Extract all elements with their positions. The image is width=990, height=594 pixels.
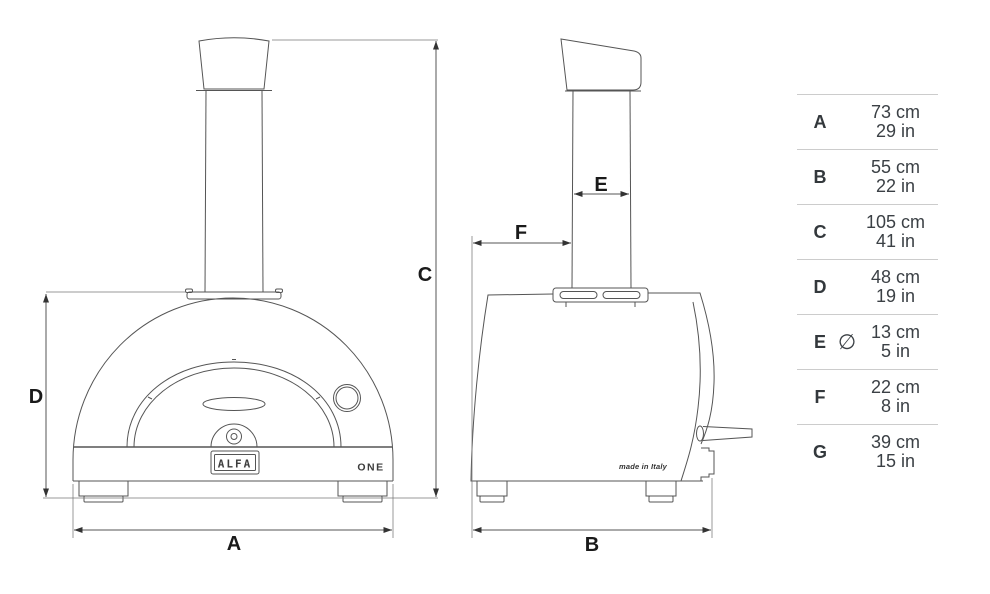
thermometer-dial (333, 384, 361, 412)
chimney-cap (198, 37, 270, 90)
side-door-handle (696, 425, 753, 442)
chimney-pipe (204, 90, 264, 293)
table-row: F 22 cm 8 in (797, 369, 938, 424)
metric-value: 13 cm (870, 321, 921, 342)
side-body (470, 292, 715, 482)
metric-value: 105 cm (865, 211, 926, 232)
side-feet (476, 480, 677, 503)
imperial-value: 5 in (880, 341, 911, 361)
side-chimney-pipe (571, 90, 632, 289)
table-row: B 55 cm 22 in (797, 149, 938, 204)
chimney-base-vent (552, 287, 649, 307)
table-row: C 105 cm 41 in (797, 204, 938, 259)
dim-label-d: D (29, 386, 43, 408)
dim-label-e: E (594, 174, 607, 196)
dimension-letter: G (812, 441, 827, 462)
dimension-labels: D C A E F B (29, 174, 608, 556)
dimension-letter: D (813, 276, 827, 297)
dim-label-a: A (227, 533, 241, 555)
metric-value: 39 cm (870, 431, 921, 452)
metric-value: 48 cm (870, 266, 921, 287)
front-view: ALFA ONE (72, 37, 394, 503)
table-row: E ∅ 13 cm 5 in (797, 314, 938, 369)
table-row: G 39 cm 15 in (797, 424, 938, 479)
dimension-letter: E (813, 331, 826, 352)
dim-label-c: C (418, 264, 432, 286)
dim-label-b: B (585, 534, 599, 556)
diameter-icon: ∅ (837, 330, 857, 354)
imperial-value: 29 in (875, 121, 916, 141)
metric-value: 55 cm (870, 156, 921, 177)
extension-lines (43, 39, 713, 538)
made-in-italy-text: made in Italy (619, 462, 668, 471)
oven-technical-drawing: ALFA ONE (29, 37, 753, 556)
metric-value: 73 cm (870, 101, 921, 122)
side-view: made in Italy (470, 38, 753, 503)
model-name-text: ONE (357, 462, 384, 474)
dimensions-table: A 73 cm 29 in B 55 cm 22 in C 105 cm 41 … (797, 94, 938, 479)
oven-dome (72, 297, 394, 481)
dimension-letter: A (813, 111, 827, 132)
dimension-letter: F (814, 386, 826, 407)
dimension-lines (43, 39, 713, 538)
imperial-value: 22 in (875, 176, 916, 196)
imperial-value: 8 in (880, 396, 911, 416)
table-row: A 73 cm 29 in (797, 94, 938, 149)
imperial-value: 41 in (875, 231, 916, 251)
imperial-value: 15 in (875, 451, 916, 471)
door-knob (210, 423, 258, 448)
table-row: D 48 cm 19 in (797, 259, 938, 314)
chimney-base-flange (185, 288, 283, 300)
front-feet (78, 480, 388, 503)
dim-label-f: F (515, 222, 527, 244)
alfa-brand-badge: ALFA (210, 450, 260, 475)
door-handle (202, 397, 266, 411)
metric-value: 22 cm (870, 376, 921, 397)
door-arch (126, 359, 342, 448)
dimension-letter: B (813, 166, 827, 187)
imperial-value: 19 in (875, 286, 916, 306)
chimney-rain-cap (560, 38, 642, 91)
alfa-brand-text: ALFA (218, 458, 253, 471)
dimension-letter: C (813, 221, 827, 242)
